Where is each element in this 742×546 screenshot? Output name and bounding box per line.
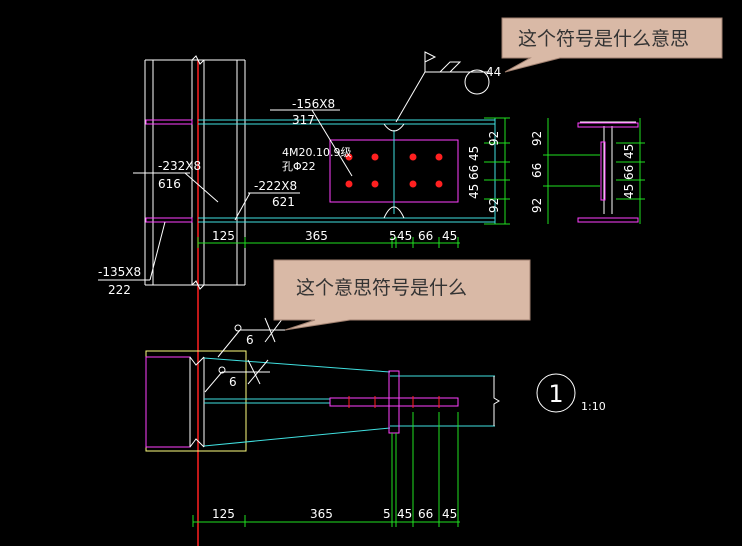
plan-splice-web	[329, 397, 459, 407]
elev-dim-1: 125	[212, 229, 235, 243]
elev-dim-4: 45	[397, 229, 412, 243]
plate-stiffener-spec: -135X8	[98, 265, 141, 279]
detail-marker-scale: 1:10	[581, 400, 606, 413]
section-flange-top	[577, 122, 639, 128]
elev-dim-3: 5	[389, 229, 397, 243]
plan-end-plate	[388, 370, 400, 434]
plate-flange-spec: -232X8	[158, 159, 201, 173]
plan-break-line	[493, 376, 500, 426]
elevation-right-dims	[484, 117, 510, 225]
plan-weld-size-1: 6	[246, 333, 254, 347]
plate-top-spec: -156X8	[292, 97, 335, 111]
plate-stiffener-length: 222	[108, 283, 131, 297]
bolt-note: 4M20.10.9级	[282, 146, 351, 159]
svg-text:66: 66	[622, 165, 636, 180]
plan-view: 6 6 1 1:10 125 365 5 45 66 45	[145, 317, 606, 527]
section-dim-labels: 92 66 92 45 66 45	[530, 131, 636, 213]
plan-beam	[203, 357, 495, 447]
plate-leaders	[98, 109, 353, 281]
stiffener-top	[145, 119, 193, 125]
plan-weld-symbol-1	[217, 317, 285, 358]
weld-size-label: 44	[486, 65, 501, 79]
plan-bolts	[348, 396, 440, 408]
elevation-right-dim-labels: 92 45 66 45 92	[467, 131, 501, 213]
section-flange-bottom	[577, 217, 639, 223]
plan-weld-size-2: 6	[229, 375, 237, 389]
elev-dim-5: 66	[418, 229, 433, 243]
svg-text:92: 92	[530, 198, 544, 213]
svg-text:66: 66	[530, 163, 544, 178]
svg-text:45: 45	[622, 144, 636, 159]
elevation-dim-line	[197, 237, 460, 248]
svg-text:45: 45	[467, 184, 481, 199]
elev-dim-2: 365	[305, 229, 328, 243]
plan-weld-symbol-2	[204, 359, 270, 393]
detail-marker-number: 1	[548, 380, 563, 408]
callout-middle: 这个意思符号是什么	[273, 259, 531, 331]
plan-dim-6: 45	[442, 507, 457, 521]
callout-middle-text: 这个意思符号是什么	[296, 277, 467, 299]
beam-flanges	[198, 118, 496, 224]
hole-note: 孔Φ22	[282, 160, 316, 173]
plan-dim-5: 66	[418, 507, 433, 521]
plan-dim-line	[192, 412, 460, 527]
svg-text:45: 45	[467, 146, 481, 161]
weld-symbol	[395, 51, 490, 123]
bolt-group	[345, 153, 443, 188]
svg-text:92: 92	[487, 131, 501, 146]
svg-text:66: 66	[467, 165, 481, 180]
plan-dim-2: 365	[310, 507, 333, 521]
plan-dim-4: 45	[397, 507, 412, 521]
stiffener-bottom	[145, 217, 193, 223]
plan-dim-3: 5	[383, 507, 391, 521]
plate-web-spec: -222X8	[254, 179, 297, 193]
scallop-bottom	[383, 206, 405, 219]
elev-dim-6: 45	[442, 229, 457, 243]
svg-text:45: 45	[622, 184, 636, 199]
svg-text:92: 92	[530, 131, 544, 146]
elevation-view: 44 -156X8 317 4M20.10.9级 孔Φ22 -232X8 616…	[98, 51, 645, 297]
plan-column-flange-left	[145, 356, 191, 448]
plate-flange-length: 616	[158, 177, 181, 191]
plan-column-outline	[145, 350, 247, 452]
section-dims	[543, 118, 645, 224]
plate-top-length: 317	[292, 113, 315, 127]
plan-column-web	[189, 356, 205, 448]
plate-web-length: 621	[272, 195, 295, 209]
callout-top: 这个符号是什么意思	[501, 17, 723, 73]
scallop-top	[383, 123, 405, 132]
section-splice	[600, 141, 606, 201]
plan-dim-1: 125	[212, 507, 235, 521]
callout-top-text: 这个符号是什么意思	[518, 28, 689, 50]
detail-marker-circle	[536, 373, 576, 413]
svg-text:92: 92	[487, 198, 501, 213]
